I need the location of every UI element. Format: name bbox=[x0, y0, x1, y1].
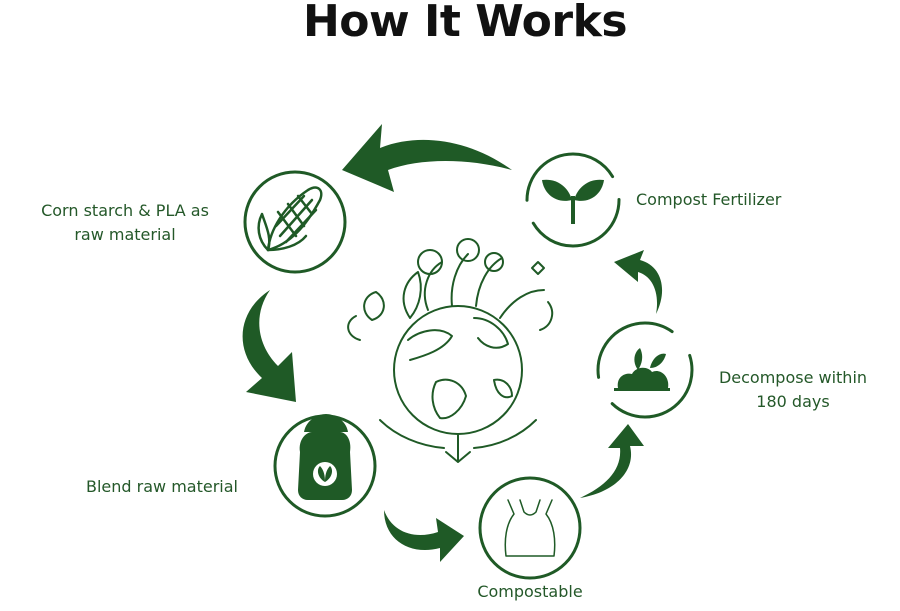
decomposing-soil-icon bbox=[614, 348, 670, 391]
step-label-corn-line-2: raw material bbox=[74, 225, 176, 244]
step-label-corn-line-1: Corn starch & PLA as bbox=[41, 201, 209, 220]
step-decompose-circle bbox=[596, 321, 694, 419]
step-compostable-circle bbox=[478, 476, 582, 580]
step-label-decompose-line-1: Decompose within bbox=[718, 368, 868, 387]
page-title: How It Works bbox=[302, 0, 628, 47]
sprout-icon bbox=[542, 179, 604, 224]
sack-icon bbox=[298, 414, 352, 500]
step-label-blend: Blend raw material bbox=[86, 475, 238, 499]
step-label-fertilizer-line-1: Compost Fertilizer bbox=[636, 190, 782, 209]
step-label-fertilizer: Compost Fertilizer bbox=[636, 188, 781, 212]
step-label-blend-line-1: Blend raw material bbox=[86, 477, 238, 496]
arrow-decompose-to-fertilizer bbox=[614, 250, 663, 314]
corn-icon bbox=[257, 186, 323, 252]
arrow-fertilizer-to-corn bbox=[342, 124, 512, 192]
step-corn-circle bbox=[243, 170, 347, 274]
earth-with-plants-icon bbox=[347, 238, 554, 463]
arrow-corn-to-blend bbox=[242, 290, 296, 402]
step-fertilizer-circle bbox=[525, 152, 621, 248]
arrow-blend-to-compostable bbox=[384, 510, 464, 562]
step-label-decompose: Decompose within 180 days bbox=[703, 366, 883, 414]
step-label-compostable: Compostable bbox=[460, 580, 600, 604]
step-label-corn: Corn starch & PLA as raw material bbox=[25, 199, 225, 247]
step-label-compostable-line-1: Compostable bbox=[477, 582, 583, 601]
arrow-compostable-to-decompose bbox=[580, 424, 644, 498]
step-label-decompose-line-2: 180 days bbox=[756, 392, 830, 411]
plastic-bag-icon bbox=[504, 499, 556, 557]
step-blend-circle bbox=[273, 414, 377, 518]
